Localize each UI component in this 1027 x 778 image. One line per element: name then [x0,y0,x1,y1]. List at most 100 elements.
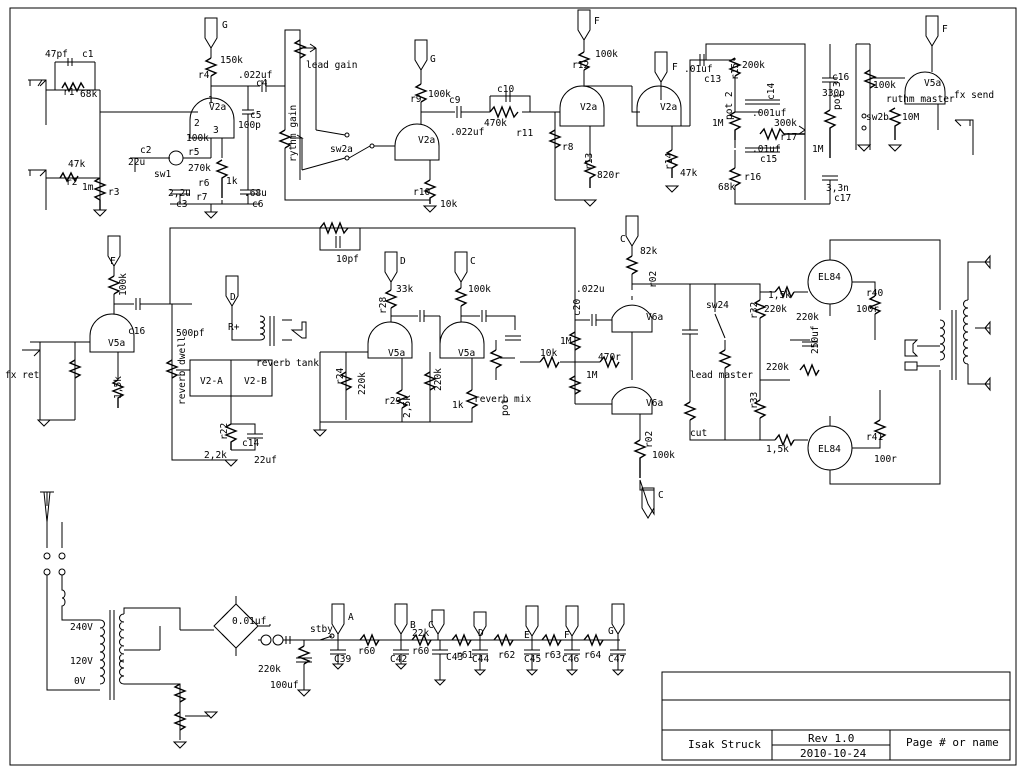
c4-value: .022uf [238,70,272,81]
r6-value: 270k [188,163,211,174]
pin-3: 3 [213,125,219,136]
r9-label: r9 [410,94,422,105]
c10pf-value: 10pf [336,254,359,265]
sw2b-label: sw2b [866,112,889,123]
el84-2-label: EL84 [818,444,841,455]
c45-label: C45 [524,654,541,665]
node-f-1: F [594,16,600,27]
r220k-v5a4-value: 220k [433,368,444,391]
fx-ret-label: fx ret [5,370,39,381]
r-cath-value: 1,5k [113,376,124,399]
r1-value: 68k [80,89,97,100]
v2a1-label: V2a [209,102,226,113]
c16b-label: c16 [128,326,145,337]
c39-label: C39 [334,654,351,665]
r22k-rail-value: 22k [412,628,429,639]
r29-value: 2,5k [402,395,413,418]
r32-label: r32 [749,302,760,319]
node-d-2: C [470,256,476,267]
r2-label: r2 [66,177,77,188]
r82k-value: 82k [640,246,657,257]
node-g-rail: G [608,626,614,637]
node-c-2: C [658,490,664,501]
c14b-label: c14 [242,438,259,449]
r60b-label: r60 [412,646,429,657]
c6-value: .68u [244,188,267,199]
pot2-label: pot 2 [724,91,735,120]
v2a-stage2: G 100k r9 V2a r10 10k c9 .022uf c10 470k… [394,39,560,213]
v2a-stage1: G 150k r4 V2a 1 2 3 .022uf c4 c5 100p c2… [128,17,285,219]
rythm-master-label: ruthm master [886,94,955,105]
r22-label: r22 [219,423,230,440]
r62-label: r62 [498,650,515,661]
v2a2-label: V2a [418,135,435,146]
c5-value: 100p [238,120,261,131]
r2-value: 47k [68,159,85,170]
r02b-label: r02 [644,431,655,448]
c1-label: c1 [82,49,94,60]
r11-label: r11 [516,128,533,139]
pot3-value: 1M [812,144,824,155]
reverb-section: 10pf 500pf reverb dwell D R+ reverb tank… [160,221,576,467]
r64-label: r64 [584,650,601,661]
r4-label: r4 [198,70,210,81]
c46-label: C46 [562,654,579,665]
r220k-bias1-value: 220k [796,312,819,323]
pot3-label: pot 3 [832,81,843,110]
c16-label: c16 [832,72,849,83]
r7-value: 1k [226,176,238,187]
v240-label: 240V [70,622,93,633]
r17-value: 300k [774,118,797,129]
r60-label: r60 [358,646,375,657]
v2a4-label: V2a [660,102,677,113]
v5a3-label: V5a [388,348,405,359]
lead-gain-label: lead gain [306,60,357,71]
c9-label: c9 [449,95,461,106]
v2a-stage3: F 100k r12 V2a r8 r13 820r [548,9,632,207]
v5a1-label: V5a [924,78,941,89]
r9-value: 100k [428,89,451,100]
title-revision: Rev 1.0 [808,732,854,745]
v2a-reverb-label: V2-A [200,376,223,387]
pot2-value: 1M [712,118,724,129]
r16-value: 68k [718,182,735,193]
r10m-value: 10M [902,112,919,123]
r-fxret-value: 100k [118,273,129,296]
r22-value: 2,2k [204,450,227,461]
r4-value: 150k [220,55,243,66]
c14-value: .001uf [752,108,786,119]
r13-value: 820r [597,170,620,181]
c22uf-value: 22uf [254,455,277,466]
sheet-border [9,7,1017,766]
title-date: 2010-10-24 [800,747,867,760]
node-d-1: D [400,256,406,267]
sw24-label: sw24 [706,300,729,311]
r61-label: r61 [456,650,473,661]
c13-label: c13 [704,74,721,85]
v5a2-label: V5a [108,338,125,349]
c17-label: c17 [834,193,851,204]
r15k-g1-value: 1,5k [768,290,791,301]
title-author: Isak Struck [688,738,761,751]
c9-value: .022uf [450,127,484,138]
c5-label: c5 [250,110,261,121]
r3-label: r3 [108,187,119,198]
node-f-rail: F [564,630,570,641]
r1m-pi2-value: 1M [586,370,598,381]
r12-value: 100k [595,49,618,60]
c500pf-value: 500pf [176,328,205,339]
c15-label: c15 [760,154,777,165]
v2a3-label: V2a [580,102,597,113]
c2-value: 22u [128,157,145,168]
v2a-stage4: F V2a r14 47k .01uf c13 [631,51,735,193]
v6a1-label: V6a [646,312,663,323]
sw1-label: sw1 [154,169,171,180]
r10-label: r10 [413,187,430,198]
pin-1: 1 [208,95,214,106]
r41-value: 100r [874,454,897,465]
stby-label: stby [310,624,333,635]
c10-label: c10 [497,84,514,95]
r10-value: 10k [440,199,457,210]
node-d-rail: D [478,628,484,639]
